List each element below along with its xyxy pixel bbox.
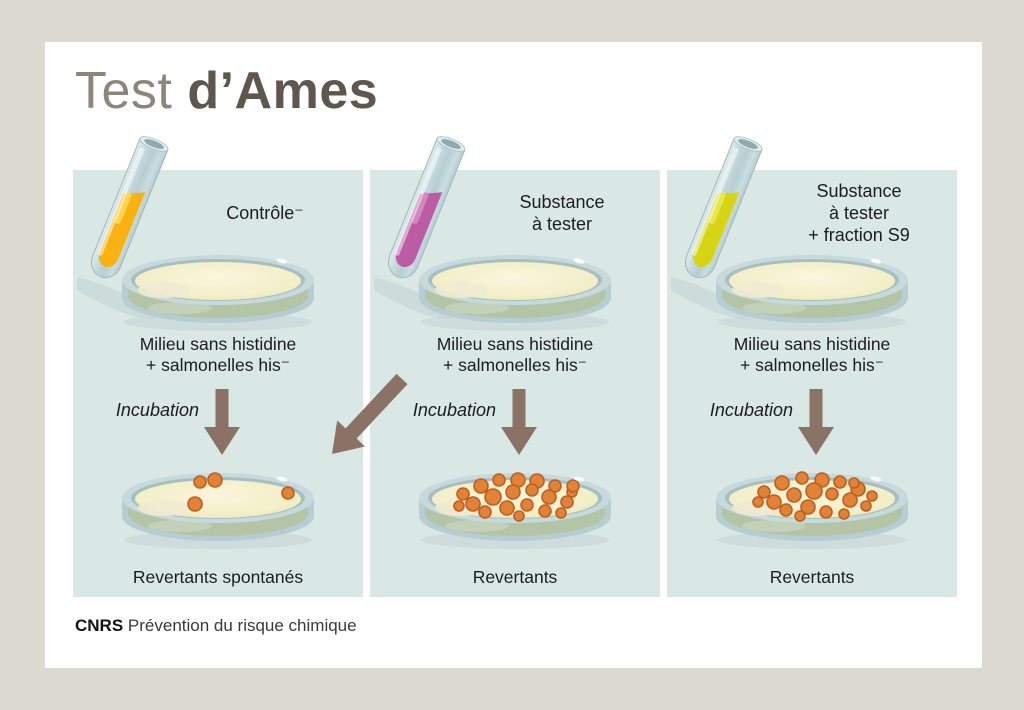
result-label: Revertants (472, 567, 558, 587)
sample-label: Substance à tester + fraction S9 (808, 181, 910, 245)
credit-line: CNRS Prévention du risque chimique (75, 616, 357, 636)
incubation-label: Incubation (709, 400, 793, 420)
medium-label: Milieu sans histidine + salmonelles his⁻ (733, 334, 891, 375)
title-prefix: Test (75, 62, 173, 120)
incubation-label: Incubation (412, 400, 496, 420)
incubation-arrow-icon (501, 389, 537, 455)
infographic-card: Test d’Ames Contrôle⁻ (45, 42, 982, 668)
petri-dish-before (118, 246, 318, 334)
incubation-label: Incubation (115, 400, 199, 420)
credit-org: CNRS (75, 616, 124, 635)
test-panel: Substance à tester Milieu sans histidine… (370, 136, 660, 597)
petri-dish-before (712, 246, 912, 334)
title-emphasis: d’Ames (187, 62, 379, 120)
test-panel: Substance à tester + fraction S9 Milieu … (667, 136, 957, 597)
sample-label: Substance à tester (519, 192, 605, 234)
credit-text: Prévention du risque chimique (127, 616, 357, 635)
colonies (187, 472, 295, 512)
petri-dish-before (415, 246, 615, 334)
sample-label: Contrôle⁻ (226, 203, 304, 223)
colonies (752, 471, 878, 522)
incubation-arrow-icon (798, 389, 834, 455)
colonies (453, 472, 580, 522)
result-label: Revertants (769, 567, 855, 587)
test-panel: Contrôle⁻ Milieu sans histidine + salmon… (73, 136, 363, 597)
petri-dish-after (118, 464, 318, 552)
panels-row: Contrôle⁻ Milieu sans histidine + salmon… (73, 136, 957, 597)
petri-dish-after (712, 464, 912, 552)
medium-label: Milieu sans histidine + salmonelles his⁻ (436, 334, 594, 375)
page-title: Test d’Ames (75, 62, 378, 120)
result-label: Revertants spontanés (132, 567, 304, 587)
petri-dish-after (415, 464, 615, 552)
medium-label: Milieu sans histidine + salmonelles his⁻ (139, 334, 297, 375)
incubation-arrow-icon (204, 389, 240, 455)
test-tube-icon (671, 136, 763, 320)
